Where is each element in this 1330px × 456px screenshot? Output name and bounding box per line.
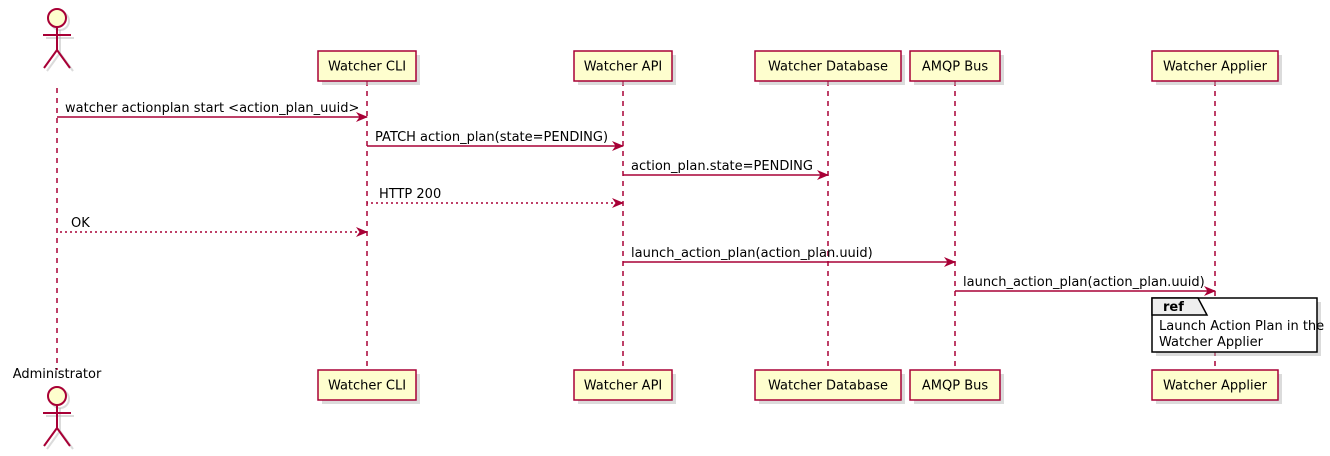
message-label-msg-6: launch_action_plan(action_plan.uuid) bbox=[631, 246, 873, 261]
participant-label-amqp-bus: AMQP Bus bbox=[922, 379, 988, 394]
message-msg-7: launch_action_plan(action_plan.uuid) bbox=[955, 275, 1216, 296]
actor-figure-administrator bbox=[43, 386, 71, 447]
participant-label-watcher-database: Watcher Database bbox=[768, 379, 888, 394]
participant-amqp-bus[interactable]: AMQP Bus bbox=[909, 369, 1004, 404]
message-msg-3: action_plan.state=PENDING bbox=[623, 159, 829, 180]
ref-tab bbox=[1151, 297, 1209, 316]
participant-label-watcher-applier: Watcher Applier bbox=[1163, 379, 1268, 394]
message-label-msg-7: launch_action_plan(action_plan.uuid) bbox=[963, 275, 1205, 290]
message-label-msg-2: PATCH action_plan(state=PENDING) bbox=[375, 130, 608, 145]
message-msg-4: HTTP 200 bbox=[367, 187, 624, 208]
actor-label-administrator: Administrator bbox=[13, 367, 102, 382]
ref-line-0: Launch Action Plan in the bbox=[1159, 319, 1324, 334]
participant-label-watcher-database: Watcher Database bbox=[768, 60, 888, 75]
ref-line-1: Watcher Applier bbox=[1159, 335, 1264, 350]
actor-label-administrator: Administrator bbox=[13, 0, 102, 4]
message-label-msg-4: HTTP 200 bbox=[379, 187, 441, 202]
lifelines-group bbox=[56, 81, 1216, 370]
participant-watcher-api[interactable]: Watcher API bbox=[573, 50, 676, 85]
participant-amqp-bus[interactable]: AMQP Bus bbox=[909, 50, 1004, 85]
message-msg-6: launch_action_plan(action_plan.uuid) bbox=[623, 246, 956, 267]
message-label-msg-1: watcher actionplan start <action_plan_uu… bbox=[65, 101, 359, 116]
participant-watcher-database[interactable]: Watcher Database bbox=[754, 369, 905, 404]
participant-watcher-applier[interactable]: Watcher Applier bbox=[1151, 50, 1282, 85]
message-msg-5: OK bbox=[57, 216, 368, 237]
message-label-msg-3: action_plan.state=PENDING bbox=[631, 159, 813, 174]
participant-watcher-cli[interactable]: Watcher CLI bbox=[317, 369, 420, 404]
participant-label-watcher-cli: Watcher CLI bbox=[328, 60, 406, 75]
participant-watcher-api[interactable]: Watcher API bbox=[573, 369, 676, 404]
participant-label-amqp-bus: AMQP Bus bbox=[922, 60, 988, 75]
participant-watcher-applier[interactable]: Watcher Applier bbox=[1151, 369, 1282, 404]
ref-keyword: ref bbox=[1163, 300, 1184, 315]
actor-figure-administrator bbox=[43, 8, 71, 69]
participant-label-watcher-api: Watcher API bbox=[584, 60, 663, 75]
participant-watcher-database[interactable]: Watcher Database bbox=[754, 50, 905, 85]
participant-watcher-cli[interactable]: Watcher CLI bbox=[317, 50, 420, 85]
participant-label-watcher-api: Watcher API bbox=[584, 379, 663, 394]
message-label-msg-5: OK bbox=[71, 216, 90, 231]
message-msg-2: PATCH action_plan(state=PENDING) bbox=[367, 130, 624, 151]
participant-label-watcher-cli: Watcher CLI bbox=[328, 379, 406, 394]
participant-label-watcher-applier: Watcher Applier bbox=[1163, 60, 1268, 75]
message-msg-1: watcher actionplan start <action_plan_uu… bbox=[57, 101, 368, 122]
messages-group: watcher actionplan start <action_plan_uu… bbox=[57, 101, 1216, 296]
